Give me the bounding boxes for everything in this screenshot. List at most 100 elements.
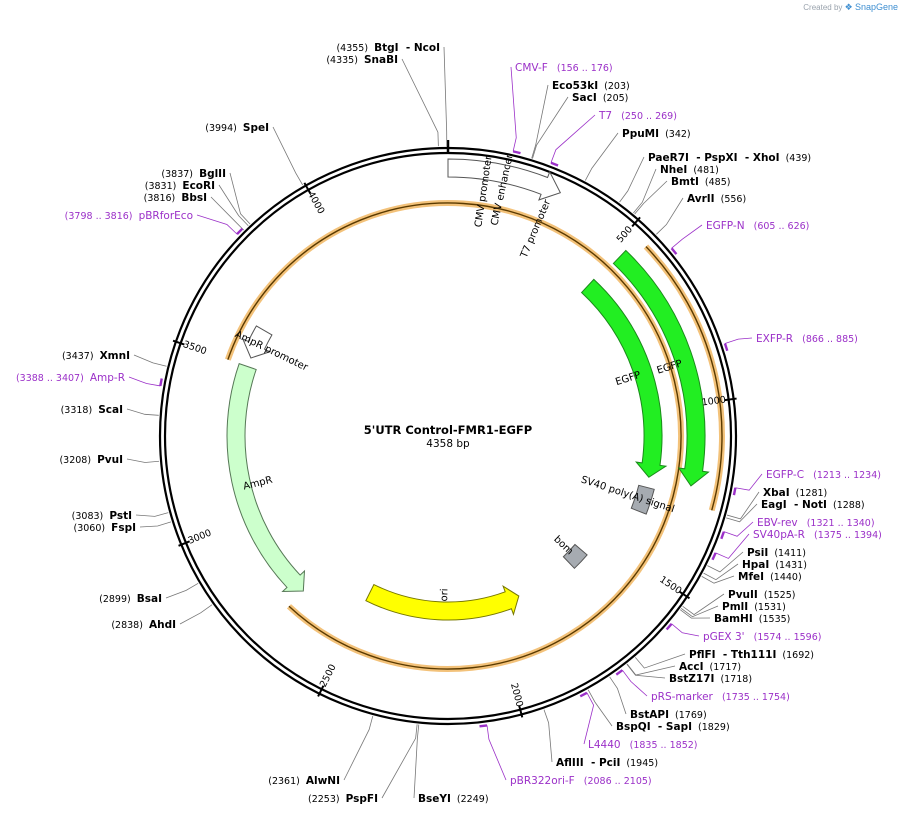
site-label[interactable]: (3060) FspI — [74, 522, 137, 534]
site-label[interactable]: (3437) XmnI — [62, 350, 130, 362]
tick-label: 4000 — [305, 190, 327, 216]
feature-box[interactable] — [562, 543, 588, 570]
primer-leader — [724, 337, 753, 344]
site-label[interactable]: BstAPI (1769) — [630, 709, 707, 721]
site-position: (205) — [597, 93, 629, 104]
primer-name: EBV-rev — [757, 517, 798, 529]
site-position: (3318) — [61, 405, 99, 416]
primer-label[interactable]: T7 (250 .. 269) — [598, 110, 677, 122]
site-position: (1535) — [753, 614, 791, 625]
primer-leader — [671, 623, 700, 637]
site-label[interactable]: NheI (481) — [660, 164, 719, 176]
feature-arrow[interactable] — [365, 583, 520, 621]
snapgene-logo-icon: ❖ — [844, 2, 853, 12]
site-name: BbsI — [181, 192, 207, 204]
site-label[interactable]: SacI (205) — [572, 92, 628, 104]
primer-leader — [715, 533, 750, 559]
site-name: - NotI — [787, 499, 827, 511]
site-label[interactable]: (2899) BsaI — [99, 593, 162, 605]
feature-arrow[interactable] — [612, 249, 710, 487]
site-label[interactable]: (3318) ScaI — [61, 404, 123, 416]
primer-label[interactable]: EXFP-R (866 .. 885) — [756, 333, 858, 345]
primer-leader — [196, 214, 238, 235]
primer-leader — [735, 473, 763, 491]
primer-label[interactable]: pBR322ori-F (2086 .. 2105) — [510, 775, 652, 787]
site-name: PvuI — [97, 454, 123, 466]
feature-arrow[interactable] — [241, 325, 273, 359]
site-position: (1411) — [768, 548, 806, 559]
site-label[interactable]: EagI - NotI (1288) — [761, 499, 865, 511]
primer-mark — [615, 669, 624, 676]
site-name: PmlI — [722, 601, 748, 613]
site-label[interactable]: PaeR7I - PspXI - XhoI (439) — [648, 152, 811, 164]
site-label[interactable]: BstZ17I (1718) — [669, 673, 752, 685]
primer-label[interactable]: pRS-marker (1735 .. 1754) — [651, 691, 790, 703]
site-leader — [682, 593, 725, 616]
site-leader — [218, 184, 249, 227]
feature-box[interactable] — [630, 484, 655, 515]
primer-name: pBRforEco — [139, 210, 193, 222]
site-label[interactable]: (3994) SpeI — [205, 122, 269, 134]
site-label[interactable]: AvrII (556) — [687, 193, 746, 205]
site-label[interactable]: (4355) BtgI - NcoI — [336, 42, 440, 54]
site-label[interactable]: BmtI (485) — [671, 176, 730, 188]
site-label[interactable]: AflIII - PciI (1945) — [556, 757, 658, 769]
site-position: (2838) — [111, 620, 149, 631]
primer-label[interactable]: EGFP-N (605 .. 626) — [706, 220, 809, 232]
primer-leader — [550, 114, 596, 163]
primer-label[interactable]: (3798 .. 3816) pBRforEco — [65, 210, 193, 222]
site-label[interactable]: AccI (1717) — [679, 661, 741, 673]
primer-range: (1574 .. 1596) — [745, 632, 822, 643]
site-label[interactable]: XbaI (1281) — [763, 487, 827, 499]
site-label[interactable]: (4335) SnaBI — [326, 54, 398, 66]
primer-label[interactable]: (3388 .. 3407) Amp-R — [16, 372, 125, 384]
primer-name: pGEX 3' — [703, 631, 745, 643]
feature-arrow[interactable] — [580, 278, 668, 478]
site-name: - SapI — [651, 721, 692, 733]
site-position: (3816) — [144, 193, 182, 204]
site-label[interactable]: (3831) EcoRI — [145, 180, 215, 192]
site-label[interactable]: Eco53kI (203) — [552, 80, 630, 92]
site-label[interactable]: (3816) BbsI — [144, 192, 207, 204]
primer-label[interactable]: EBV-rev (1321 .. 1340) — [757, 517, 875, 529]
site-label[interactable]: (2253) PspFI — [308, 793, 378, 805]
tick-mark — [172, 339, 185, 346]
primer-label[interactable]: pGEX 3' (1574 .. 1596) — [703, 631, 821, 643]
site-leader — [707, 551, 744, 573]
primer-leader — [583, 692, 595, 745]
site-name: - PspXI — [689, 152, 738, 164]
primer-range: (605 .. 626) — [745, 221, 810, 232]
site-name: PspFI — [346, 793, 378, 805]
site-label[interactable]: PsiI (1411) — [747, 547, 806, 559]
site-label[interactable]: (2838) AhdI — [111, 619, 176, 631]
site-label[interactable]: BseYI (2249) — [418, 793, 489, 805]
site-label[interactable]: PvuII (1525) — [728, 589, 795, 601]
site-label[interactable]: MfeI (1440) — [738, 571, 802, 583]
primer-label[interactable]: SV40pA-R (1375 .. 1394) — [753, 529, 882, 541]
site-label[interactable]: BspQI - SapI (1829) — [616, 721, 730, 733]
site-leader — [656, 197, 684, 235]
site-name: Eco53kI — [552, 80, 598, 92]
site-label[interactable]: PflFI - Tth111I (1692) — [689, 649, 814, 661]
site-leader — [679, 609, 711, 619]
primer-label[interactable]: EGFP-C (1213 .. 1234) — [766, 469, 881, 481]
tick-mark — [518, 705, 524, 718]
site-label[interactable]: (3837) BglII — [161, 168, 226, 180]
site-leader — [413, 724, 420, 799]
site-label[interactable]: BamHI (1535) — [714, 613, 790, 625]
feature-arrow[interactable] — [447, 158, 562, 201]
site-label[interactable]: PpuMI (342) — [622, 128, 691, 140]
feature-arrow[interactable] — [226, 362, 306, 593]
plasmid-name: 5'UTR Control-FMR1-EGFP — [364, 423, 532, 437]
site-position: (3837) — [161, 169, 199, 180]
primer-label[interactable]: CMV-F (156 .. 176) — [515, 62, 613, 74]
brand-name: SnapGene — [854, 2, 898, 12]
site-label[interactable]: PmlI (1531) — [722, 601, 786, 613]
site-position: (4335) — [326, 55, 364, 66]
site-label[interactable]: (3083) PstI — [72, 510, 132, 522]
site-leader — [126, 408, 159, 416]
site-label[interactable]: (2361) AlwNI — [268, 775, 340, 787]
site-label[interactable]: HpaI (1431) — [742, 559, 807, 571]
primer-label[interactable]: L4440 (1835 .. 1852) — [588, 739, 697, 751]
site-label[interactable]: (3208) PvuI — [59, 454, 123, 466]
